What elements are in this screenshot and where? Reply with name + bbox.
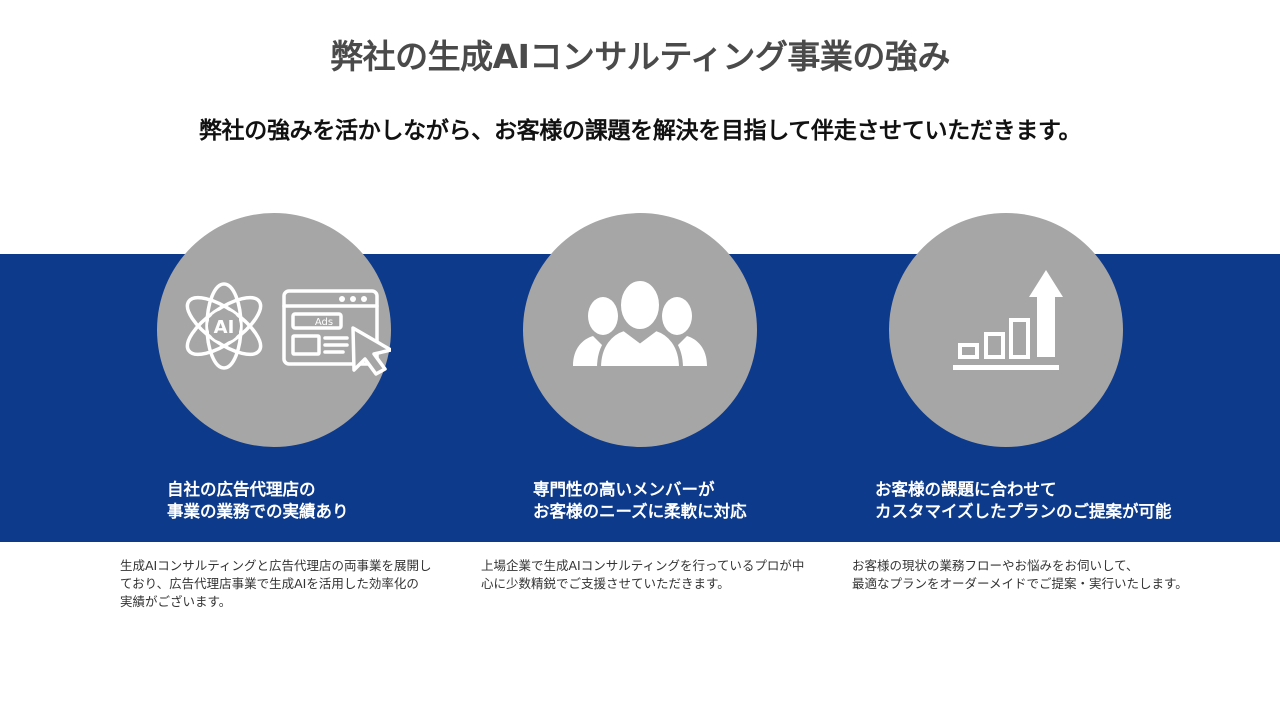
ads-label: Ads bbox=[315, 317, 333, 328]
growth-chart-icon bbox=[953, 270, 1063, 370]
strength-circle-1: AI Ads bbox=[157, 213, 391, 447]
strength-circle-3 bbox=[889, 213, 1123, 447]
page-subtitle: 弊社の強みを活かしながら、お客様の課題を解決を目指して伴走させていただきます。 bbox=[198, 118, 1082, 144]
strength-headline-3: お客様の課題に合わせて カスタマイズしたプランのご提案が可能 bbox=[875, 480, 1172, 521]
strength-description-1: 生成AIコンサルティングと広告代理店の両事業を展開し ており、広告代理店事業で生… bbox=[120, 558, 432, 609]
page-title: 弊社の生成AIコンサルティング事業の強み bbox=[330, 37, 950, 76]
strength-circle-2 bbox=[523, 213, 757, 447]
strength-description-2: 上場企業で生成AIコンサルティングを行っているプロが中 心に少数精鋭でご支援させ… bbox=[481, 558, 805, 591]
team-members-icon bbox=[573, 277, 707, 370]
ai-ads-icon: AI Ads bbox=[185, 282, 391, 376]
strength-headline-1: 自社の広告代理店の 事業の業務での実績あり bbox=[167, 480, 349, 521]
strength-headline-2: 専門性の高いメンバーが お客様のニーズに柔軟に対応 bbox=[533, 480, 747, 521]
strength-description-3: お客様の現状の業務フローやお悩みをお伺いして、 最適なプランをオーダーメイドでご… bbox=[852, 558, 1188, 591]
ai-label: AI bbox=[214, 317, 235, 338]
